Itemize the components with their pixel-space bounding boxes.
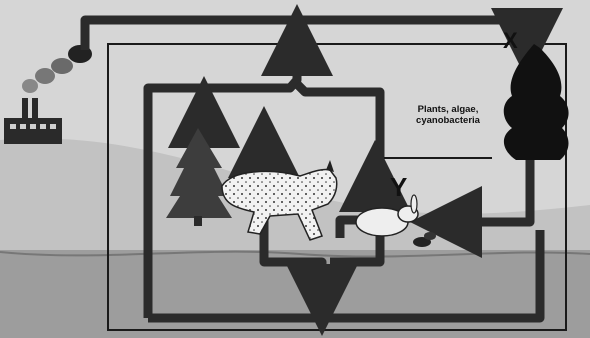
label-x: X	[503, 28, 518, 54]
label-plants: Plants, algae, cyanobacteria	[398, 104, 498, 126]
label-y: Y	[390, 172, 407, 203]
label-plants-line2: cyanobacteria	[398, 115, 498, 126]
label-plants-line1: Plants, algae,	[398, 104, 498, 115]
